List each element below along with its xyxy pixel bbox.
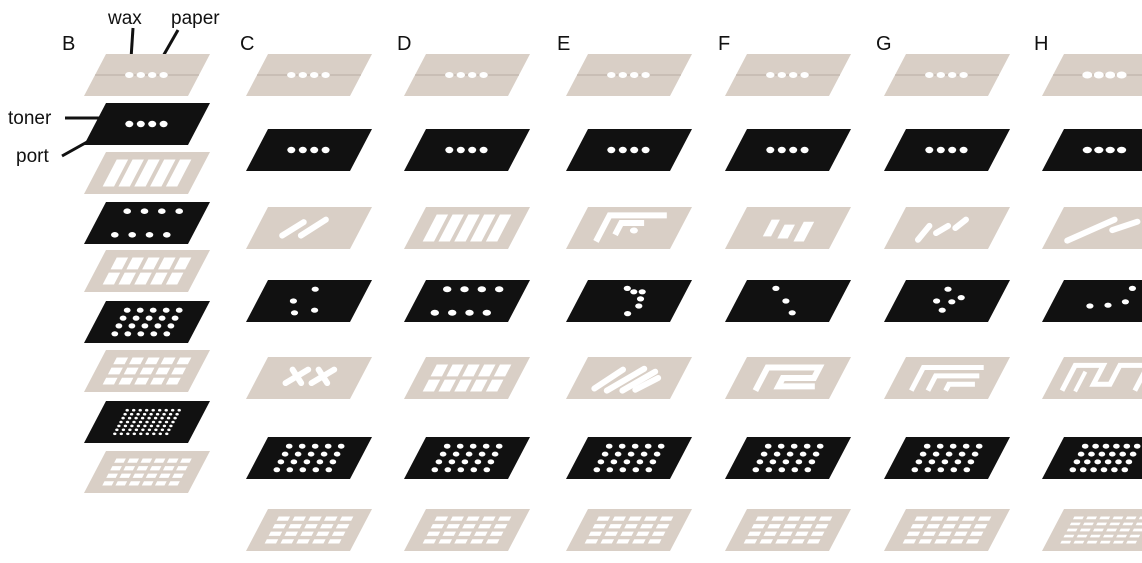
d-layer-3 [404, 207, 530, 249]
annotation-paper: paper [171, 8, 220, 29]
d-layer-6 [404, 437, 530, 479]
g-layer-4 [884, 280, 1010, 322]
d-layer-4 [404, 280, 530, 322]
d-layer-1 [404, 54, 530, 96]
layer-stacks [84, 54, 1142, 551]
b-layer-3 [84, 152, 210, 194]
g-layer-3 [884, 207, 1010, 249]
column-label-f: F [718, 33, 730, 55]
column-label-b: B [62, 33, 75, 55]
g-layer-1 [884, 54, 1010, 96]
g-layer-7 [884, 509, 1010, 551]
f-layer-4 [725, 280, 851, 322]
f-layer-2 [725, 129, 851, 171]
c-layer-3 [246, 207, 372, 249]
e-layer-3 [566, 207, 692, 249]
column-label-d: D [397, 33, 411, 55]
h-layer-7 [1042, 509, 1142, 551]
e-layer-2 [566, 129, 692, 171]
column-label-h: H [1034, 33, 1048, 55]
f-layer-7 [725, 509, 851, 551]
b-layer-8 [84, 401, 210, 443]
c-layer-1 [246, 54, 372, 96]
b-layer-1 [84, 54, 210, 96]
e-layer-7 [566, 509, 692, 551]
b-layer-9 [84, 451, 210, 493]
g-layer-6 [884, 437, 1010, 479]
c-layer-6 [246, 437, 372, 479]
h-layer-1 [1042, 54, 1142, 96]
h-layer-4 [1042, 280, 1142, 322]
d-layer-2 [404, 129, 530, 171]
f-layer-6 [725, 437, 851, 479]
b-layer-7 [84, 350, 210, 392]
e-layer-4 [566, 280, 692, 322]
e-layer-1 [566, 54, 692, 96]
column-label-e: E [557, 33, 570, 55]
f-layer-3 [725, 207, 851, 249]
c-layer-7 [246, 509, 372, 551]
b-layer-6 [84, 301, 210, 343]
g-layer-5 [884, 357, 1010, 399]
f-layer-5 [725, 357, 851, 399]
e-layer-5 [566, 357, 692, 399]
f-layer-1 [725, 54, 851, 96]
column-labels: B C D E F G H [62, 33, 1048, 55]
d-layer-5 [404, 357, 530, 399]
e-layer-6 [566, 437, 692, 479]
g-layer-2 [884, 129, 1010, 171]
annotation-toner: toner [8, 108, 52, 129]
b-layer-5 [84, 250, 210, 292]
h-layer-6 [1042, 437, 1142, 479]
annotation-port: port [16, 146, 49, 167]
b-layer-4 [84, 202, 210, 244]
c-layer-5 [246, 357, 372, 399]
h-layer-5 [1042, 357, 1142, 399]
annotation-wax: wax [107, 8, 142, 29]
c-layer-4 [246, 280, 372, 322]
column-label-c: C [240, 33, 254, 55]
d-layer-7 [404, 509, 530, 551]
c-layer-2 [246, 129, 372, 171]
h-layer-2 [1042, 129, 1142, 171]
b-layer-2 [84, 103, 210, 145]
h-layer-3 [1042, 207, 1142, 249]
column-label-g: G [876, 33, 892, 55]
